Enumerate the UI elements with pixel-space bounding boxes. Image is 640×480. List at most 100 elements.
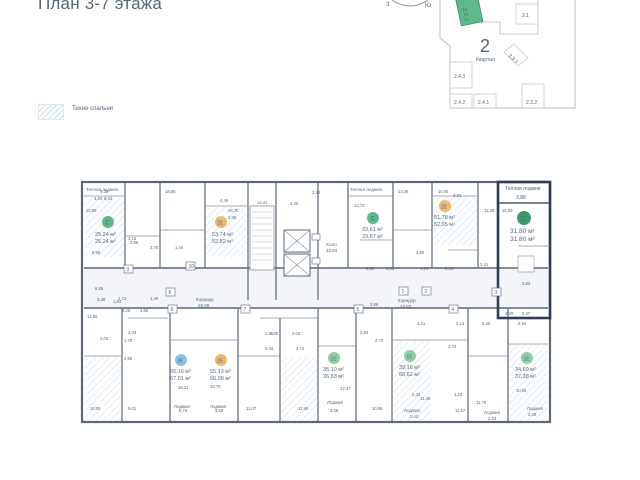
room-number-label: 4 — [452, 307, 455, 313]
room-area-label: 5,31 — [445, 266, 454, 271]
room-area-label: 2,34 — [312, 190, 321, 195]
room-area-label: 3,82 — [366, 266, 375, 271]
room-area-label: 3,48 — [330, 408, 339, 413]
corridor-area-right: 24,83 — [400, 304, 412, 309]
room-number-box — [353, 304, 364, 314]
room-area-label: 11,38 — [484, 208, 495, 213]
room-area-label: 12,47 — [340, 386, 351, 391]
selected-loggia-area: 3,88 — [516, 195, 526, 201]
room-area-label: 8,95 — [92, 250, 101, 255]
room-area-label: 1,51 — [265, 331, 274, 336]
apartment-badges: С 25,24 м² 25,24 м² 2Е 53,74 м² 52,82 м²… — [95, 200, 536, 382]
svg-text:31,80 м²: 31,80 м² — [510, 236, 536, 243]
svg-text:1Е: 1Е — [407, 355, 414, 361]
svg-text:53,74 м²: 53,74 м² — [212, 232, 233, 238]
room-area-label: 3,89 — [370, 302, 379, 307]
svg-text:23,67 м²: 23,67 м² — [362, 234, 383, 240]
room-area-label: 11,79 — [476, 400, 487, 405]
room-area-label: 4,21 — [417, 321, 426, 326]
svg-text:2Е: 2Е — [217, 221, 224, 227]
room-area-label: 1,86 — [140, 308, 149, 313]
room-number-label: 3 — [495, 290, 498, 296]
loggia-label: Лоджия — [327, 400, 344, 405]
loggia-label: Лоджия — [404, 408, 421, 413]
apt-selected-studio[interactable]: С 31,80 м² 31,80 м² — [510, 211, 536, 243]
room-area-label: 10,70 — [210, 384, 221, 389]
room-area-label: 2,85 — [228, 215, 237, 220]
room-area-label: 11,07 — [246, 406, 257, 411]
room-number-box — [448, 304, 459, 314]
svg-text:2Е: 2Е — [217, 359, 224, 365]
section-2-4-3-label: 2.4.3 — [454, 74, 465, 80]
warm-loggia-label: Теплая лоджия — [86, 187, 118, 192]
svg-text:25,24 м²: 25,24 м² — [95, 232, 116, 238]
svg-text:52,82 м²: 52,82 м² — [212, 239, 233, 245]
room-area-label: 4,09 — [505, 311, 514, 316]
apt-bottom-right-1[interactable]: 1Е 34,69 м² 37,38 м² — [515, 352, 536, 380]
room-area-label: 1,84 — [113, 299, 122, 304]
current-section-highlight — [454, 0, 484, 27]
room-area-label: 5,76 — [179, 408, 188, 413]
hall-area: 32,84 — [326, 248, 338, 253]
room-area-label: 2,14 — [456, 321, 465, 326]
section-2-4-2-label: 2.4.2 — [454, 100, 465, 106]
svg-text:25,24 м²: 25,24 м² — [95, 239, 116, 245]
room-number-label: 9 — [127, 267, 130, 273]
apt-top-left-studio[interactable]: С 25,24 м² 25,24 м² — [95, 216, 116, 245]
apt-top-center-2[interactable]: 2Е 51,78 м² 52,95 м² — [434, 200, 455, 228]
room-area-label: 13,46 — [398, 189, 409, 194]
room-area-label: 3,75 — [150, 245, 159, 250]
room-area-label: 3,15 — [128, 236, 137, 241]
room-area-label: 2,42 — [410, 414, 419, 419]
room-area-label: 2,53 — [488, 416, 497, 421]
apt-bottom-1a[interactable]: 1Е 35,10 м² 36,83 м² — [323, 352, 344, 380]
room-area-label: 3,74 — [448, 344, 457, 349]
room-number-box — [421, 286, 432, 296]
room-area-label: 10,08 — [516, 388, 527, 393]
room-area-label: 4,46 — [220, 198, 229, 203]
svg-text:34,69 м²: 34,69 м² — [515, 367, 536, 373]
room-area-label: 2,03 — [128, 330, 137, 335]
svg-text:1Е: 1Е — [331, 357, 338, 363]
apt-bottom-1b[interactable]: 1Е 39,16 м² 60,62 м² — [399, 350, 420, 378]
svg-text:37,38 м²: 37,38 м² — [515, 374, 536, 380]
apt-top-center-studio[interactable]: С 23,61 м² 23,67 м² — [362, 212, 383, 240]
section-2-3-2-label: 2.3.2 — [526, 100, 537, 106]
room-area-label: 2,47 — [522, 311, 531, 316]
floor-plate — [80, 180, 552, 424]
room-area-label: 3,60 — [270, 331, 279, 336]
room-area-label: 9,01 — [128, 406, 137, 411]
room-area-label: 1,78 — [124, 338, 133, 343]
room-number-label: 1 — [402, 289, 405, 295]
apt-bottom-2[interactable]: 2Е 55,13 м² 56,08 м² — [210, 354, 231, 382]
room-area-label: 4,72 — [296, 346, 305, 351]
svg-text:39,16 м²: 39,16 м² — [399, 365, 420, 371]
apt-bottom-left-3[interactable]: 3Е 65,16 м² 67,01 м² — [170, 354, 191, 382]
section-2-4-1-label: 2.4.1 — [478, 100, 489, 106]
room-area-label: 3,63 — [522, 281, 531, 286]
room-area-label: 4,60 — [416, 250, 425, 255]
room-area-label: 10,05 — [438, 189, 449, 194]
quiet-bedrooms-swatch — [38, 104, 64, 120]
loggia-label: Лоджия — [527, 406, 544, 411]
compass-west-label: З — [386, 2, 390, 8]
warm-loggia-label: Теплая лоджия — [350, 187, 382, 192]
selected-apartment-frame[interactable] — [496, 180, 552, 320]
room-number-box — [123, 264, 134, 274]
room-number-box — [240, 304, 251, 314]
room-area-label: 4,33 — [420, 266, 429, 271]
loggia-label: Лоджия — [210, 404, 227, 409]
room-area-label: 10,86 — [372, 406, 383, 411]
room-area-label: 1,44 — [175, 245, 184, 250]
room-area-label: 3,50 — [215, 408, 224, 413]
room-area-label: 2,54 — [360, 330, 369, 335]
svg-text:1Е: 1Е — [524, 357, 531, 363]
compass-south-label: Ю — [425, 3, 431, 9]
apt-top-left-2[interactable]: 2Е 53,74 м² 52,82 м² — [212, 216, 233, 245]
room-number-box — [185, 261, 196, 271]
room-number-label: 7 — [244, 307, 247, 313]
section-2-1-label: 2.1 — [522, 13, 529, 19]
svg-text:С: С — [521, 216, 526, 223]
